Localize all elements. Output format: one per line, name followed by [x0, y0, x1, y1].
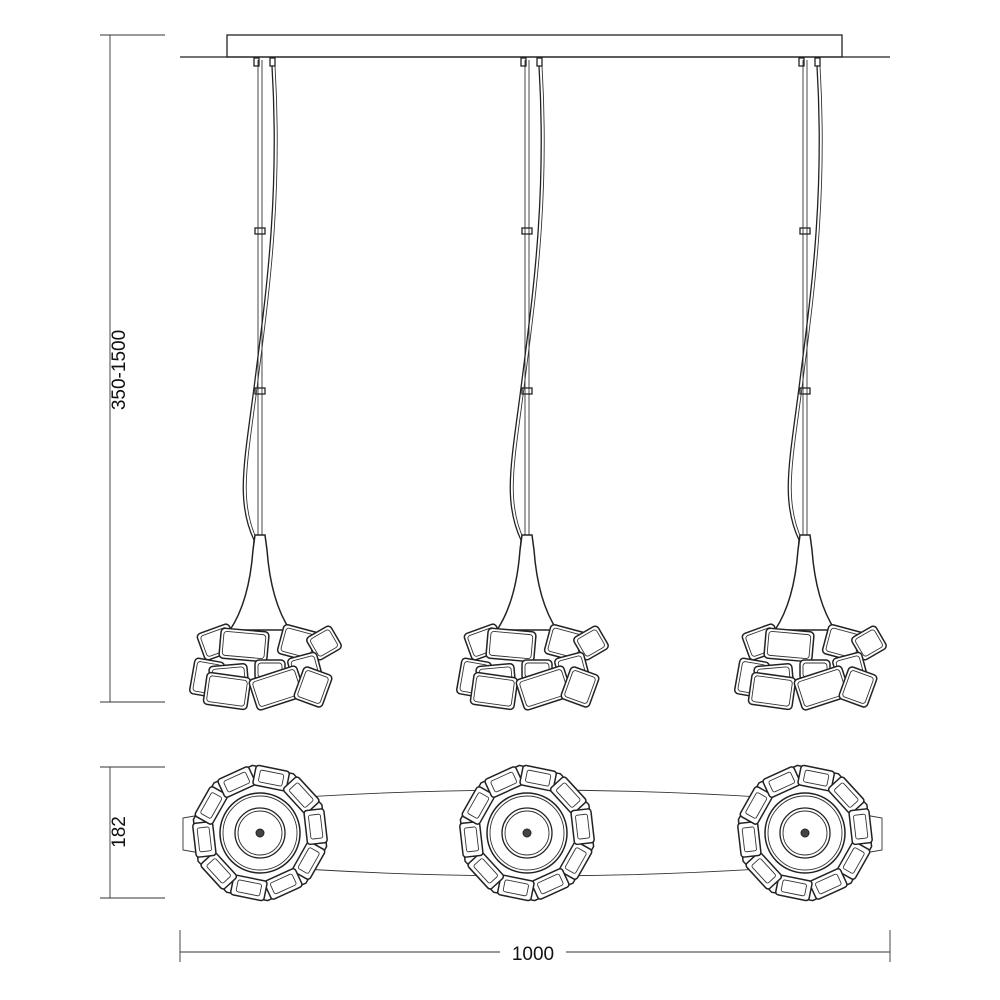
crystal-cube [484, 766, 524, 798]
crystal-cube [217, 766, 257, 798]
center-point [522, 828, 532, 838]
crystal-cube [469, 671, 519, 711]
crystal-cube [797, 764, 835, 792]
center-point [800, 828, 810, 838]
crystal-cube [747, 671, 797, 711]
top-view-pendants [192, 764, 873, 902]
crystal-cube [838, 666, 878, 708]
pendant-cone [228, 534, 292, 631]
pendant-side-view [188, 57, 342, 711]
width-dimension-label: 1000 [512, 944, 554, 965]
pendant-cone [495, 534, 559, 631]
crystal-cube [461, 786, 495, 825]
crystal-cube [570, 808, 595, 846]
rod-coupling [799, 387, 811, 395]
crystal-cube [808, 868, 848, 900]
crystal-cube [303, 808, 328, 846]
crystal-cube [851, 625, 887, 661]
pendant-top-view [192, 764, 328, 902]
crystal-cube [737, 820, 762, 858]
crystal-cube [837, 841, 871, 880]
crystal-cube [519, 764, 557, 792]
crystal-cube [459, 820, 484, 858]
rod-coupling [521, 227, 533, 235]
crystal-cube [827, 776, 865, 814]
crystal-cube [762, 766, 802, 798]
pendant-top-view [737, 764, 873, 902]
pendant-top-view [459, 764, 595, 902]
rod-coupling [254, 387, 266, 395]
crystal-cube [763, 627, 815, 663]
crystal-cube [292, 841, 326, 880]
crystal-cube [194, 786, 228, 825]
pendant-side-view [733, 57, 887, 711]
crystal-cube [745, 852, 783, 890]
crystal-cube [200, 852, 238, 890]
crystal-cube [530, 868, 570, 900]
crystal-cube [192, 820, 217, 858]
width-dimension: 1000 [179, 930, 891, 965]
side-view-pendants [188, 57, 887, 711]
crystal-cube [263, 868, 303, 900]
crystal-cube [306, 625, 342, 661]
center-point [255, 828, 265, 838]
crystal-cube [775, 874, 813, 902]
crystal-cube [467, 852, 505, 890]
power-cable [787, 65, 820, 621]
crystal-cube [218, 627, 270, 663]
crystal-cube [202, 671, 252, 711]
rod-coupling [521, 387, 533, 395]
crystal-cube [848, 808, 873, 846]
height-dimension: 350-1500 [100, 34, 165, 703]
ceiling-canopy [180, 34, 890, 58]
depth-dimension: 182 [100, 766, 165, 899]
crystal-cube [282, 776, 320, 814]
power-cable [242, 65, 275, 621]
crystal-cube [549, 776, 587, 814]
crystal-cube [560, 666, 600, 708]
crystal-cube [252, 764, 290, 792]
pendant-side-view [455, 57, 609, 711]
crystal-cube [497, 874, 535, 902]
pendant-cone [773, 534, 837, 631]
power-cable [509, 65, 542, 621]
crystal-cube [559, 841, 593, 880]
depth-dimension-label: 182 [109, 816, 130, 848]
crystal-cube [230, 874, 268, 902]
rod-coupling [799, 227, 811, 235]
rod-coupling [254, 227, 266, 235]
crystal-cube [293, 666, 333, 708]
crystal-cube [485, 627, 537, 663]
height-dimension-label: 350-1500 [109, 330, 130, 410]
crystal-cube [739, 786, 773, 825]
crystal-cube [573, 625, 609, 661]
